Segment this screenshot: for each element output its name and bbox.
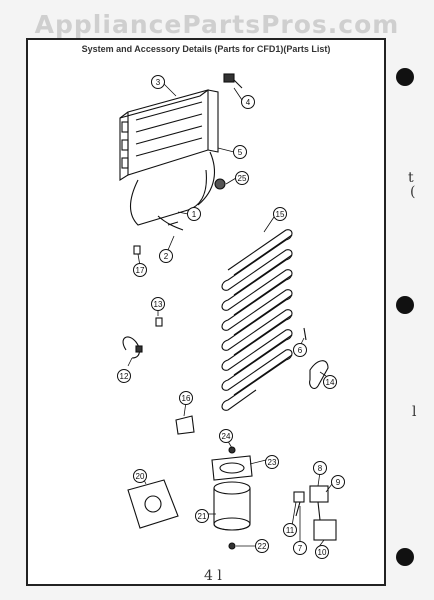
margin-mark-2: (	[410, 184, 416, 200]
callout-label-10: 10	[318, 548, 327, 557]
callout-label-9: 9	[336, 478, 341, 487]
callout-20	[133, 469, 147, 483]
callout-25	[235, 171, 249, 185]
callout-label-7: 7	[298, 544, 303, 553]
binder-hole-bottom	[396, 548, 414, 566]
watermark: AppliancePartsPros.com	[34, 10, 400, 39]
callout-label-11: 11	[286, 526, 295, 535]
margin-mark-1: t	[408, 170, 414, 186]
callout-label-14: 14	[326, 378, 335, 387]
callout-17	[133, 263, 147, 277]
callout-label-17: 17	[136, 266, 145, 275]
callout-12	[117, 369, 131, 383]
callout-label-22: 22	[258, 542, 267, 551]
callout-14	[323, 375, 337, 389]
callout-7	[293, 541, 307, 555]
callout-label-12: 12	[120, 372, 129, 381]
callout-label-25: 25	[238, 174, 247, 183]
page-number-mark: 4 l	[204, 568, 222, 584]
callout-1	[187, 207, 201, 221]
callout-label-6: 6	[298, 346, 303, 355]
condenser-coil	[221, 229, 293, 411]
callout-label-21: 21	[198, 512, 207, 521]
callout-22	[255, 539, 269, 553]
callout-2	[159, 249, 173, 263]
callout-label-4: 4	[246, 98, 251, 107]
callout-10	[315, 545, 329, 559]
callout-label-1: 1	[192, 210, 197, 219]
callout-label-15: 15	[276, 210, 285, 219]
callout-8	[313, 461, 327, 475]
callout-13	[151, 297, 165, 311]
callout-11	[283, 523, 297, 537]
callout-16	[179, 391, 193, 405]
binder-hole-top	[396, 68, 414, 86]
callout-label-3: 3	[156, 78, 161, 87]
parts-diagram-sheet: System and Accessory Details (Parts for …	[26, 38, 386, 586]
callout-label-23: 23	[268, 458, 277, 467]
binder-hole-middle	[396, 296, 414, 314]
callout-label-5: 5	[238, 148, 243, 157]
exploded-parts-diagram: 3 4 5 25 1 2 17 15 13 12 6 14 16 24 23 2…	[117, 73, 345, 559]
callout-5	[233, 145, 247, 159]
callout-label-8: 8	[318, 464, 323, 473]
callout-label-24: 24	[222, 432, 231, 441]
callout-label-13: 13	[154, 300, 163, 309]
callout-label-2: 2	[164, 252, 169, 261]
callout-24	[219, 429, 233, 443]
callout-23	[265, 455, 279, 469]
callout-21	[195, 509, 209, 523]
callout-15	[273, 207, 287, 221]
compressor	[213, 481, 251, 531]
callout-4	[241, 95, 255, 109]
callout-label-16: 16	[182, 394, 191, 403]
callout-6	[293, 343, 307, 357]
callout-3	[151, 75, 165, 89]
callout-label-20: 20	[136, 472, 145, 481]
callout-9	[331, 475, 345, 489]
evaporator-assembly	[119, 89, 219, 181]
margin-mark-3: l	[412, 404, 417, 420]
page-title: System and Accessory Details (Parts for …	[81, 44, 331, 54]
